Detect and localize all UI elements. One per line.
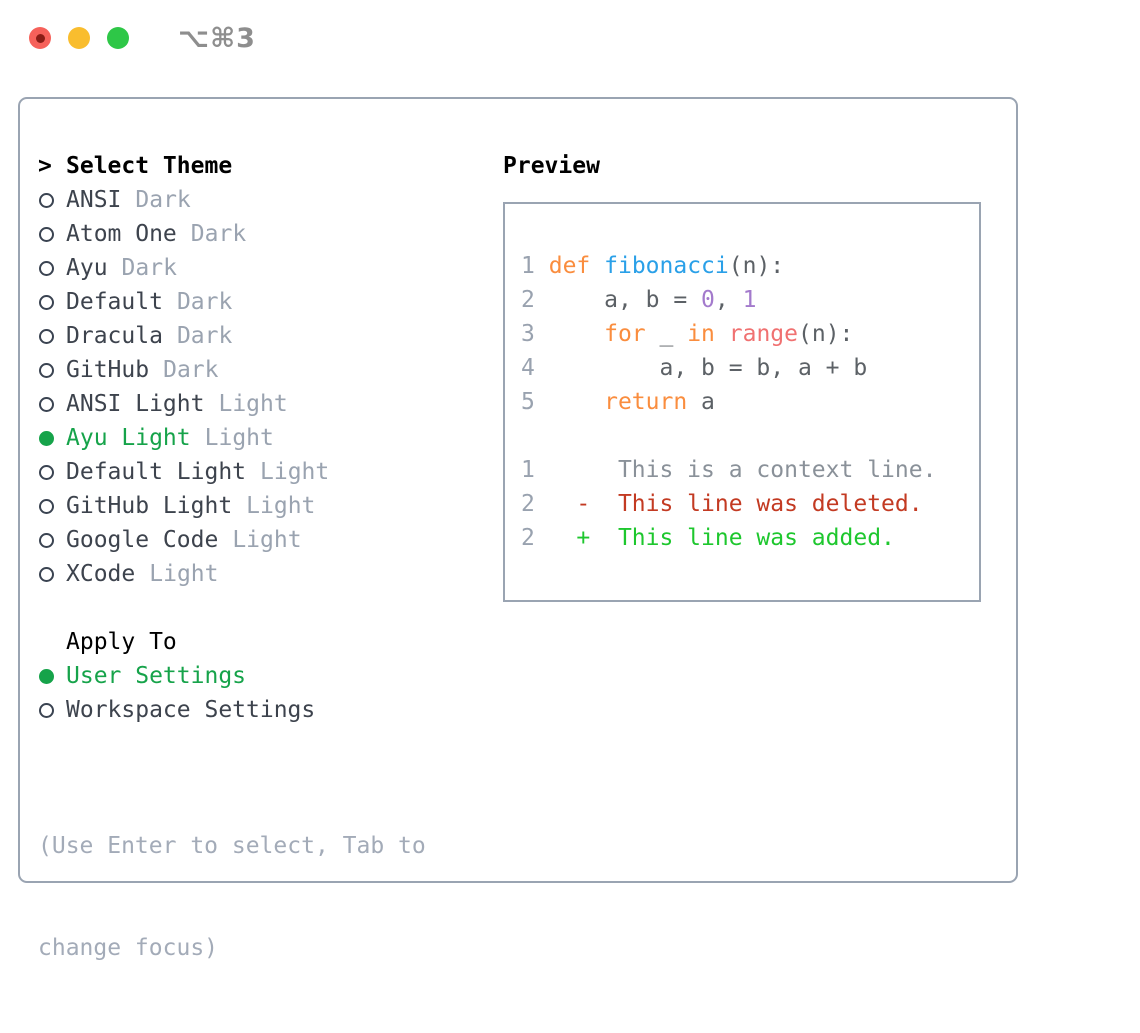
theme-name: Atom One	[66, 221, 177, 247]
code-line: 3 for _ in range(n):	[521, 321, 854, 347]
apply-to-option[interactable]: Workspace Settings	[38, 693, 488, 727]
theme-variant-tag: Light	[260, 459, 330, 485]
theme-option[interactable]: GitHub Light Light	[38, 489, 488, 523]
theme-option[interactable]: Ayu Dark	[38, 251, 488, 285]
theme-option[interactable]: Google Code Light	[38, 523, 488, 557]
theme-variant-tag: Dark	[190, 221, 247, 247]
radio-selected-icon	[39, 668, 54, 684]
radio-unselected-icon	[39, 532, 54, 548]
theme-variant-tag: Light	[232, 527, 302, 553]
preview-title: Preview	[503, 153, 600, 179]
code-line: 1 def fibonacci(n):	[521, 253, 785, 279]
theme-list-title: Select Theme	[66, 153, 233, 179]
theme-option[interactable]: Atom One Dark	[38, 217, 488, 251]
theme-option[interactable]: ANSI Light Light	[38, 387, 488, 421]
theme-variant-tag: Dark	[163, 357, 219, 383]
help-text: (Use Enter to select, Tab to change focu…	[38, 761, 488, 1033]
code-line: 2 - This line was deleted.	[521, 491, 923, 517]
theme-list-header: > Select Theme	[38, 149, 488, 183]
radio-unselected-icon	[39, 192, 54, 208]
theme-name: Default Light	[66, 459, 247, 485]
theme-name: ANSI	[66, 187, 122, 213]
apply-to-header: Apply To	[38, 625, 488, 659]
theme-name: Default	[66, 289, 163, 315]
theme-option[interactable]: Ayu Light Light	[38, 421, 488, 455]
theme-variant-tag: Light	[149, 561, 219, 587]
window-title: ⌥⌘3	[178, 22, 256, 54]
theme-name: GitHub	[66, 357, 150, 383]
spacer	[38, 727, 488, 761]
theme-option[interactable]: ANSI Dark	[38, 183, 488, 217]
theme-variant-tag: Dark	[135, 187, 191, 213]
code-line: 5 return a	[521, 389, 715, 415]
minimize-button[interactable]	[68, 27, 90, 49]
theme-name: GitHub Light	[66, 493, 233, 519]
theme-variant-tag: Dark	[121, 255, 177, 281]
theme-option[interactable]: XCode Light	[38, 557, 488, 591]
theme-name: Ayu Light	[66, 425, 191, 451]
theme-variant-tag: Light	[204, 425, 274, 451]
radio-unselected-icon	[39, 362, 54, 378]
theme-option[interactable]: Default Dark	[38, 285, 488, 319]
close-button[interactable]	[29, 27, 51, 49]
theme-option[interactable]: GitHub Dark	[38, 353, 488, 387]
theme-name: XCode	[66, 561, 136, 587]
radio-unselected-icon	[39, 396, 54, 412]
theme-name: ANSI Light	[66, 391, 205, 417]
radio-selected-icon	[39, 430, 54, 446]
radio-unselected-icon	[39, 294, 54, 310]
code-line: 2 + This line was added.	[521, 525, 895, 551]
code-line: 2 a, b = 0, 1	[521, 287, 757, 313]
theme-option[interactable]: Default Light Light	[38, 455, 488, 489]
help-line-1: (Use Enter to select, Tab to	[38, 833, 426, 859]
radio-unselected-icon	[39, 498, 54, 514]
apply-to-title: Apply To	[66, 629, 177, 655]
theme-name: Dracula	[66, 323, 163, 349]
code-preview: 1 def fibonacci(n): 2 a, b = 0, 1 3 for _ …	[505, 204, 979, 555]
theme-variant-tag: Dark	[176, 289, 233, 315]
spacer	[38, 591, 488, 625]
preview-column: Preview 1 def fibonacci(n): 2 a, b = 0, 1…	[503, 149, 1003, 602]
code-line: 1 This is a context line.	[521, 457, 937, 483]
radio-unselected-icon	[39, 260, 54, 276]
radio-unselected-icon	[39, 702, 54, 718]
theme-name: Google Code	[66, 527, 219, 553]
apply-to-label: Workspace Settings	[66, 697, 316, 723]
radio-unselected-icon	[39, 226, 54, 242]
radio-unselected-icon	[39, 328, 54, 344]
preview-box: 1 def fibonacci(n): 2 a, b = 0, 1 3 for _ …	[503, 202, 981, 602]
cursor-marker: >	[38, 153, 52, 179]
radio-unselected-icon	[39, 464, 54, 480]
zoom-button[interactable]	[107, 27, 129, 49]
code-blank-line	[521, 419, 979, 453]
theme-option[interactable]: Dracula Dark	[38, 319, 488, 353]
theme-variant-tag: Light	[246, 493, 316, 519]
help-line-2: change focus)	[38, 935, 219, 961]
apply-to-option[interactable]: User Settings	[38, 659, 488, 693]
theme-name: Ayu	[66, 255, 108, 281]
radio-unselected-icon	[39, 566, 54, 582]
unsaved-indicator-dot	[35, 33, 45, 43]
window-titlebar: ⌥⌘3	[29, 23, 256, 54]
theme-variant-tag: Dark	[176, 323, 233, 349]
preview-header-row: Preview	[503, 149, 1003, 183]
apply-to-label: User Settings	[66, 663, 247, 689]
code-line: 4 a, b = b, a + b	[521, 355, 868, 381]
theme-variant-tag: Light	[218, 391, 288, 417]
